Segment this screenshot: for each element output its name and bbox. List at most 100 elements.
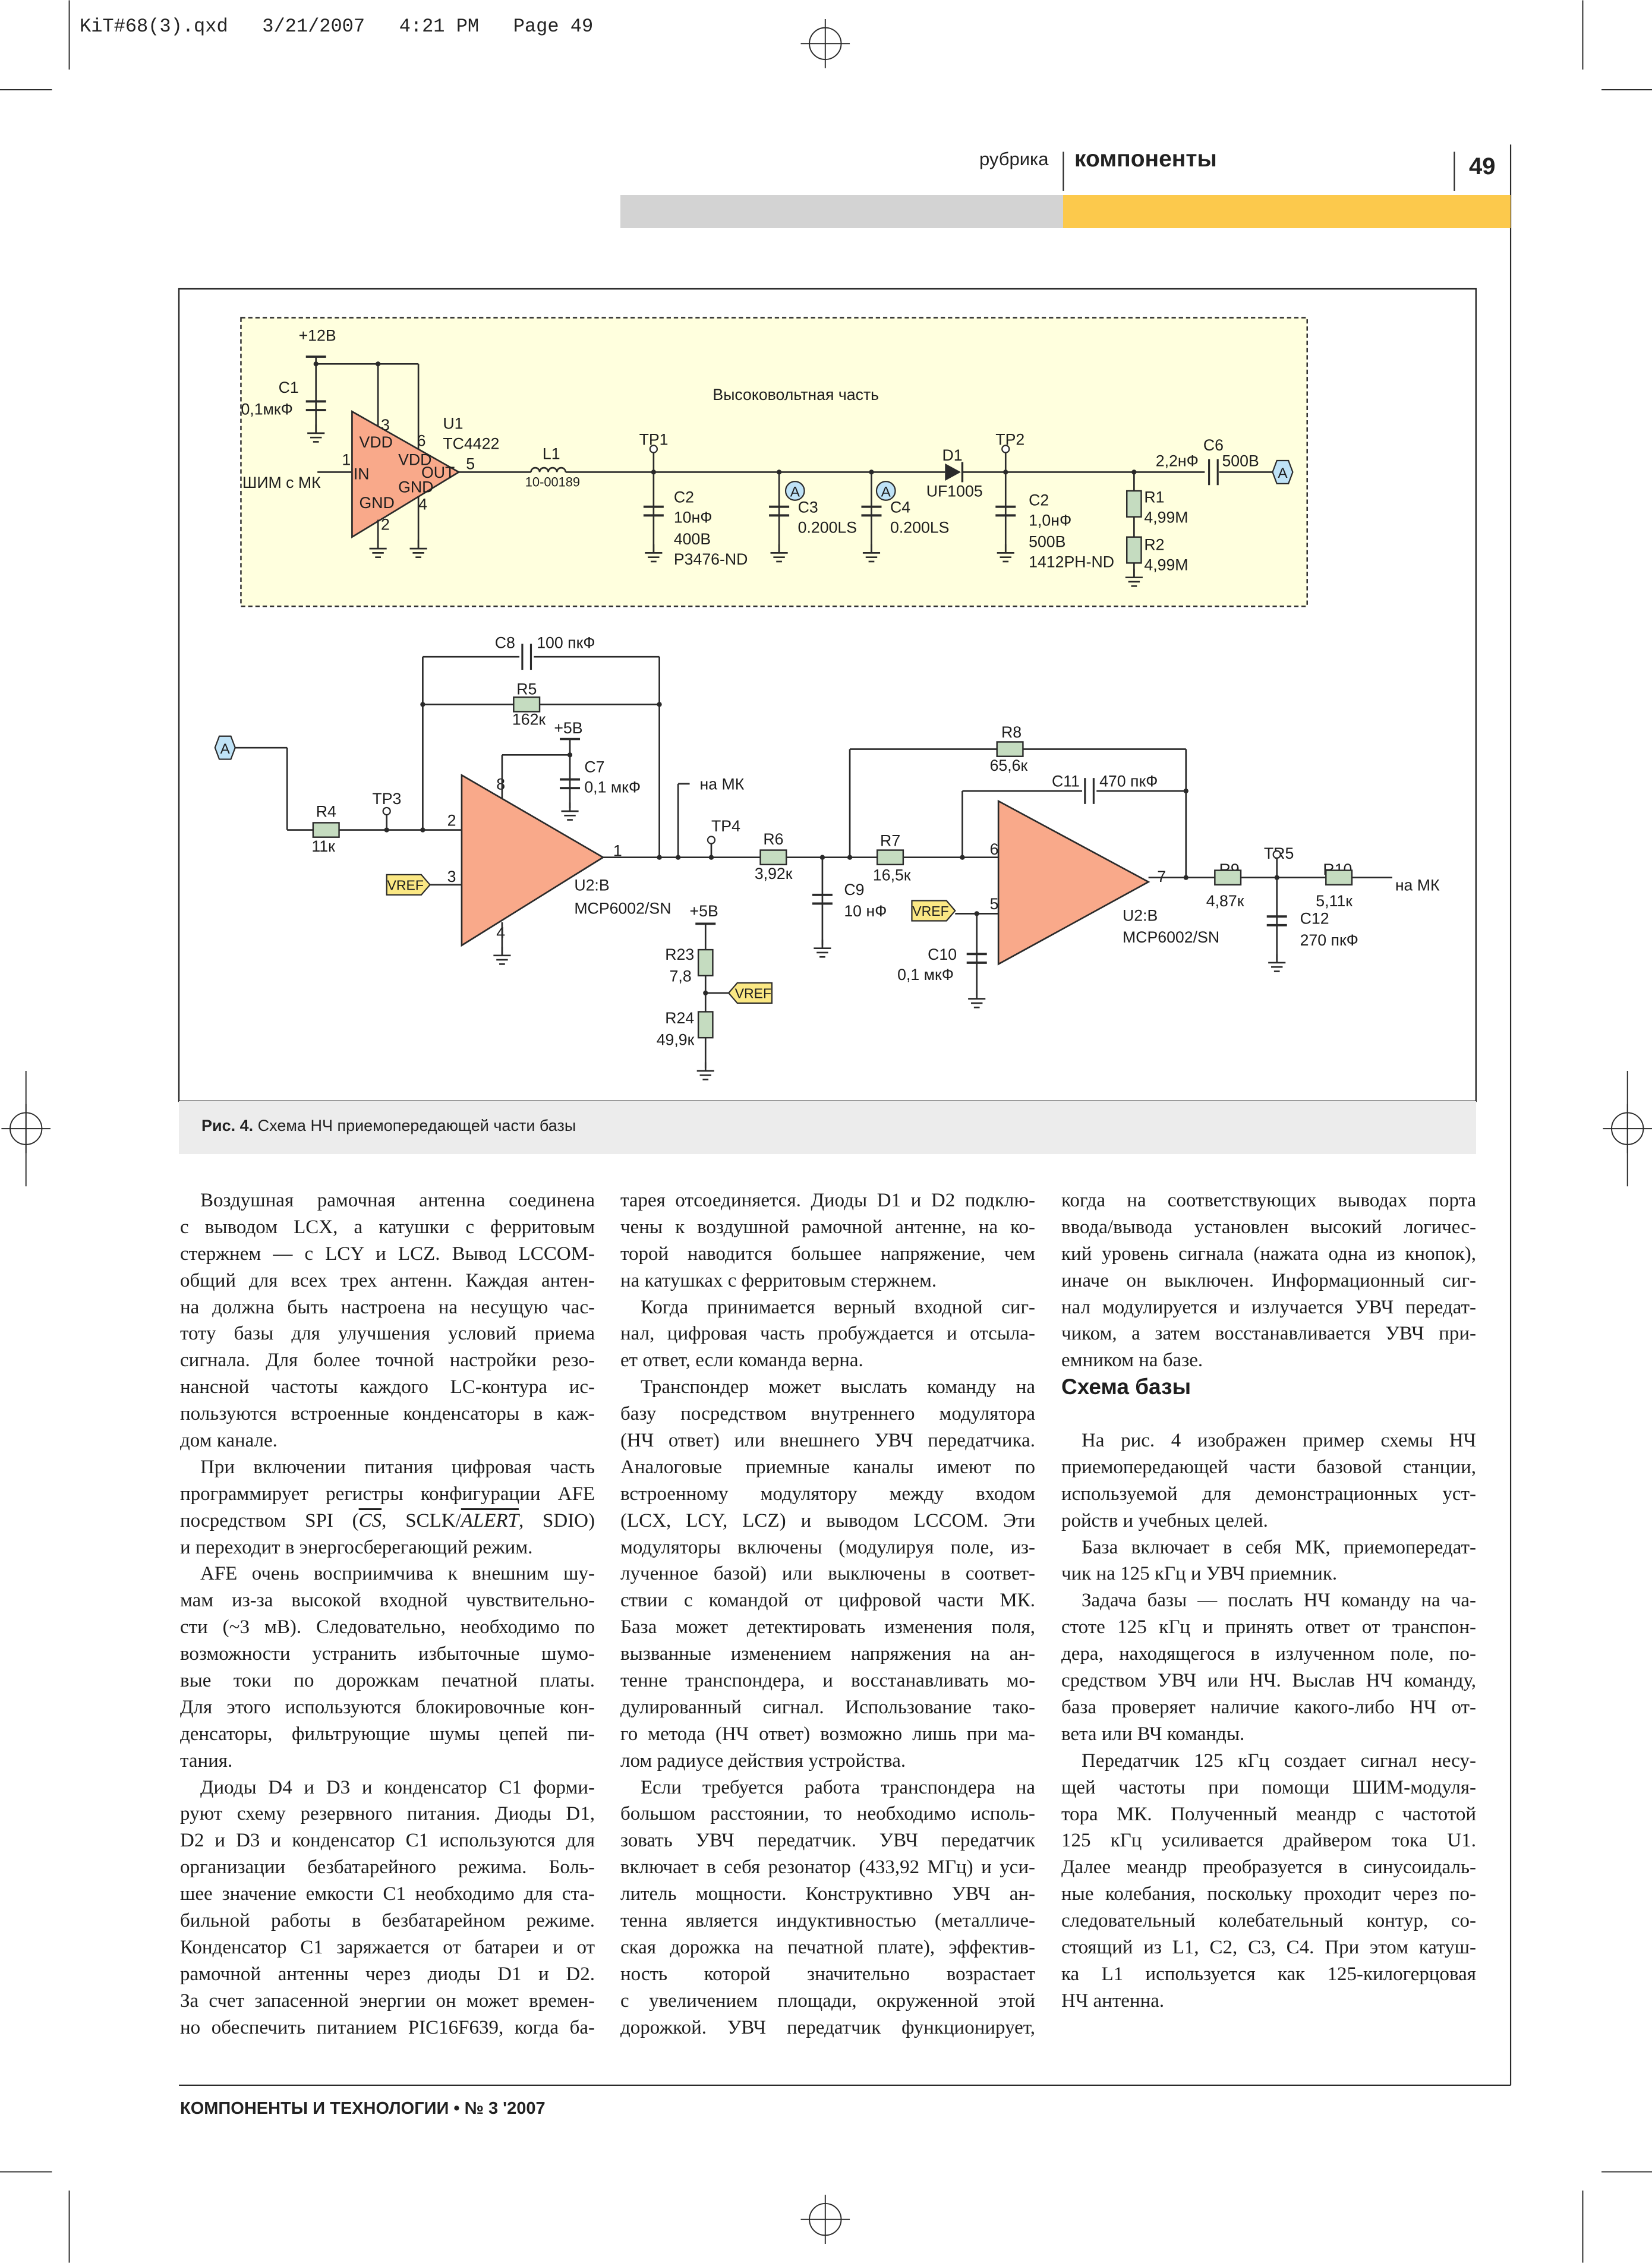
text-line: емником на базе. xyxy=(1061,1350,1203,1372)
schematic-label: U2:B xyxy=(1123,907,1158,925)
text-line: пользуются встроенные конденсаторы в каж… xyxy=(180,1403,595,1425)
testpoint-icon xyxy=(1001,445,1010,453)
text-line: база проверяет наличие какого-либо НЧ от… xyxy=(1061,1696,1476,1718)
text-line: стоте 125 кГц и принять ответ от транспо… xyxy=(1061,1616,1476,1638)
text-line: на катушках с ферритовым стержнем. xyxy=(620,1269,937,1291)
text-fragment: , SCLK/ xyxy=(382,1509,461,1531)
text-line: денсаторы, фильтрующие шумы цепей пи- xyxy=(180,1723,595,1745)
text-line: используемой для демонстрационных уст- xyxy=(1061,1483,1476,1505)
text-line: го метода (НЧ ответ) возможно лишь при м… xyxy=(620,1723,1035,1745)
schematic-label: 500В xyxy=(1222,452,1259,470)
figure-caption: Рис. 4. Схема НЧ приемопередающей части … xyxy=(179,1101,1476,1154)
text-line: Транспондер может выслать команду на xyxy=(641,1376,1035,1398)
schematic-label: OUT xyxy=(421,464,455,481)
text-line: нал, цифровая часть пробуждается и отсыл… xyxy=(620,1323,1035,1345)
text-line: Диоды D4 и D3 и конденсатор C1 форми- xyxy=(200,1776,595,1798)
testpoint-icon xyxy=(1272,850,1281,859)
schematic-label: D1 xyxy=(942,446,962,464)
header-gray-band xyxy=(620,195,1063,228)
schematic-label: 500В xyxy=(1029,533,1065,551)
schematic-label: 5 xyxy=(466,455,475,473)
schematic-label: 11к xyxy=(311,837,335,855)
text-line: включает в себя резонатор (433,92 МГц) и… xyxy=(620,1857,1035,1879)
schematic-label: 7 xyxy=(1157,868,1166,885)
text-fragment: ALERT xyxy=(461,1509,519,1531)
text-line: бильной работы в безбатарейном режиме. xyxy=(180,1910,595,1932)
schematic-label: 10нФ xyxy=(674,508,712,526)
footer-journal: КОМПОНЕНТЫ И ТЕХНОЛОГИИ xyxy=(180,2099,449,2118)
resistor-r10 xyxy=(1325,869,1353,886)
schematic-label: VREF xyxy=(387,877,424,893)
text-line: вызванные изменением напряжения на ан- xyxy=(620,1643,1035,1665)
schematic-label: VDD xyxy=(398,450,431,468)
schematic-label: 49,9к xyxy=(657,1030,695,1048)
testpoint-icon xyxy=(707,836,716,844)
schematic-label: +5В xyxy=(690,902,718,920)
schematic-label: TP3 xyxy=(372,790,401,808)
schematic-label: R2 xyxy=(1144,536,1164,554)
schematic-label: VDD xyxy=(360,433,393,451)
text-line: дулированный сигнал. Использование тако- xyxy=(620,1696,1035,1718)
text-line: сти (~3 мВ). Следовательно, необходимо п… xyxy=(180,1616,595,1638)
text-fragment: , SDIO) xyxy=(518,1509,595,1531)
text-line: нал модулируется и излучается УВЧ переда… xyxy=(1061,1296,1476,1318)
schematic-label: 8 xyxy=(496,776,505,793)
text-line: ет ответ, если команда верна. xyxy=(620,1350,863,1372)
text-line: модуляторы включены (модулируя поле, из- xyxy=(620,1536,1035,1558)
schematic-label: MCP6002/SN xyxy=(574,899,671,917)
text-line: тора МК. Полученный меандр с частотой xyxy=(1061,1803,1476,1825)
resistor-r6 xyxy=(759,849,787,866)
text-line: тарея отсоединяется. Диоды D1 и D2 подкл… xyxy=(620,1190,1035,1211)
driver-u1 xyxy=(351,410,461,539)
text-line: но обеспечить питанием PIC16F639, когда … xyxy=(180,2016,595,2038)
text-line: тенна является индуктивностью (металличе… xyxy=(620,1910,1035,1932)
schematic-label: на МК xyxy=(1395,877,1440,894)
text-line: За счет запасенной энергии он может врем… xyxy=(180,1990,595,2012)
schematic-label: C2 xyxy=(674,488,694,506)
schematic-label: ШИМ с МК xyxy=(242,474,321,491)
resistor-r7 xyxy=(876,849,904,866)
rubric-label: рубрика xyxy=(979,149,1049,169)
schematic-label: 65,6к xyxy=(990,757,1028,774)
schematic-label: C2 xyxy=(1029,491,1049,509)
schematic-label: GND xyxy=(360,494,395,512)
text-line: ская дорожка на печатной плате), эффекти… xyxy=(620,1936,1035,1958)
schematic-label: C7 xyxy=(584,758,604,776)
text-line: лученное базой) или выключены в соответ- xyxy=(620,1563,1035,1585)
schematic-label: +5В xyxy=(554,719,582,737)
caption-text: Схема НЧ приемопередающей части базы xyxy=(253,1117,576,1134)
schematic-label: 4,87к xyxy=(1206,892,1244,910)
schematic-label: VREF xyxy=(912,903,948,919)
text-line: шее значение емкости C1 необходимо для с… xyxy=(180,1883,595,1905)
footer-issue: № 3 '2007 xyxy=(464,2099,546,2118)
print-slug: KiT#68(3).qxd 3/21/2007 4:21 PM Page 49 xyxy=(80,15,594,37)
schematic-label: 7,8 xyxy=(670,967,692,985)
schematic-label: 5 xyxy=(990,895,999,913)
schematic-label: C9 xyxy=(844,881,864,899)
schematic-label: UF1005 xyxy=(926,483,983,500)
schematic-label: C12 xyxy=(1300,909,1329,927)
resistor-r9 xyxy=(1214,869,1242,886)
schematic-label: 100 пкФ xyxy=(537,634,595,652)
schematic-label: A xyxy=(881,484,891,500)
schematic-label: 2 xyxy=(447,811,456,829)
junction-dot xyxy=(313,361,319,367)
schematic-label: 4 xyxy=(418,496,427,513)
schematic-label: R24 xyxy=(665,1009,694,1027)
schematic-label: TP2 xyxy=(995,430,1024,448)
text-line: Передатчик 125 кГц создает сигнал несу- xyxy=(1082,1750,1476,1772)
section-title: компоненты xyxy=(1074,146,1217,172)
text-line: средством УВЧ или НЧ. Выслав НЧ команду, xyxy=(1061,1670,1476,1692)
resistor-r24 xyxy=(697,1011,714,1039)
resistor-r4 xyxy=(312,822,340,838)
text-line: стоящий из L1, C2, C3, C4. При этом кату… xyxy=(1061,1936,1476,1958)
text-line: литель мощности. Конструктивно УВЧ ан- xyxy=(620,1883,1035,1905)
inductor-l1 xyxy=(530,467,567,472)
schematic-label: L1 xyxy=(543,445,560,463)
schematic-label: 10 нФ xyxy=(844,902,887,920)
opamp-u2-stage2 xyxy=(997,799,1150,966)
schematic-label: TP1 xyxy=(639,430,669,448)
junction-dot xyxy=(1183,875,1188,880)
text-line: щей частоты при помощи ШИМ-модуля- xyxy=(1061,1776,1476,1798)
